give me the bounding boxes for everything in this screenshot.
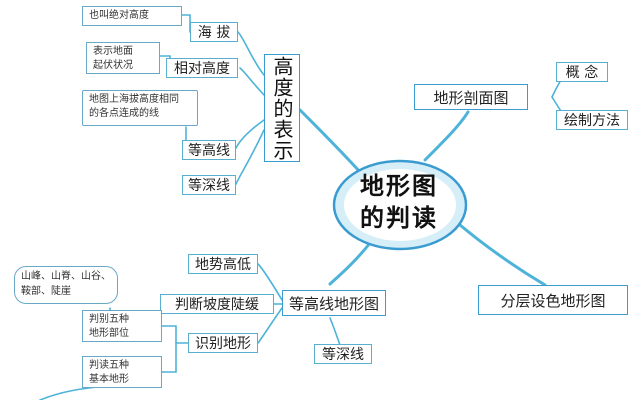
branch-contour-map-title: 等高线地形图 xyxy=(282,290,386,316)
center-node: 地形图 的判读 xyxy=(346,170,452,240)
branch-layered-color-title: 分层设色地形图 xyxy=(478,285,628,315)
item-cm-depth-line: 等深线 xyxy=(314,344,372,364)
item-relative-height: 相对高度 xyxy=(166,58,238,78)
connector-height-relative xyxy=(239,67,265,96)
connector-height-altitude xyxy=(237,31,265,76)
tie-cutoff xyxy=(39,385,111,400)
sub-identify-parts-line1: 判别五种 xyxy=(89,314,129,325)
note-relative: 表示地面 起伏状况 xyxy=(86,42,160,74)
note-contour-line2: 的各点连成的线 xyxy=(89,108,159,119)
center-line2: 的判读 xyxy=(360,203,438,232)
note-terrain-parts: 山峰、山脊、山谷、 鞍部、陡崖 xyxy=(14,266,118,304)
connector-center-layered xyxy=(458,223,547,287)
note-altitude-text: 也叫绝对高度 xyxy=(89,10,149,21)
note-relative-line2: 起伏状况 xyxy=(93,60,133,71)
note-contour: 地图上海拔高度相同 的各点连成的线 xyxy=(82,90,198,126)
note-contour-line1: 地图上海拔高度相同 xyxy=(89,94,179,105)
connector-identify-parts xyxy=(161,325,189,344)
branch-height-title: 高度的表示 xyxy=(264,54,300,162)
connector-identify-basic xyxy=(161,342,177,373)
item-identify-terrain: 识别地形 xyxy=(188,333,258,353)
connector-center-profile xyxy=(423,110,470,162)
item-concept: 概 念 xyxy=(556,62,608,82)
item-depth-line: 等深线 xyxy=(182,175,236,195)
connector-height-depth xyxy=(235,129,265,185)
note-terrain-parts-line1: 山峰、山脊、山谷、 xyxy=(21,271,111,282)
sub-identify-parts-line2: 地形部位 xyxy=(89,328,129,339)
note-altitude: 也叫绝对高度 xyxy=(82,6,182,26)
center-node-inner xyxy=(344,169,456,241)
connector-center-contourmap xyxy=(328,241,372,286)
sub-identify-parts: 判别五种 地形部位 xyxy=(82,310,162,342)
item-altitude: 海 拔 xyxy=(190,22,238,42)
connector-cm-identify xyxy=(257,307,283,344)
note-relative-line1: 表示地面 xyxy=(93,46,133,57)
item-drawing-method: 绘制方法 xyxy=(556,110,628,130)
sub-basic-terrain-line1: 判读五种 xyxy=(89,360,129,371)
sub-basic-terrain: 判读五种 基本地形 xyxy=(82,356,162,388)
item-contour-line: 等高线 xyxy=(182,140,236,160)
item-slope: 判断坡度陡缓 xyxy=(160,294,274,314)
connector-center-height xyxy=(298,108,362,174)
connector-cm-terrain xyxy=(257,263,283,301)
note-terrain-parts-line2: 鞍部、陡崖 xyxy=(21,286,71,297)
connector-cm-depth xyxy=(329,317,341,346)
sub-basic-terrain-line2: 基本地形 xyxy=(89,374,129,385)
connector-height-contour xyxy=(235,119,265,149)
tie-altitude-note xyxy=(181,14,191,33)
branch-profile-title: 地形剖面图 xyxy=(414,84,528,110)
item-terrain-height: 地势高低 xyxy=(188,254,258,274)
center-line1: 地形图 xyxy=(360,171,438,200)
